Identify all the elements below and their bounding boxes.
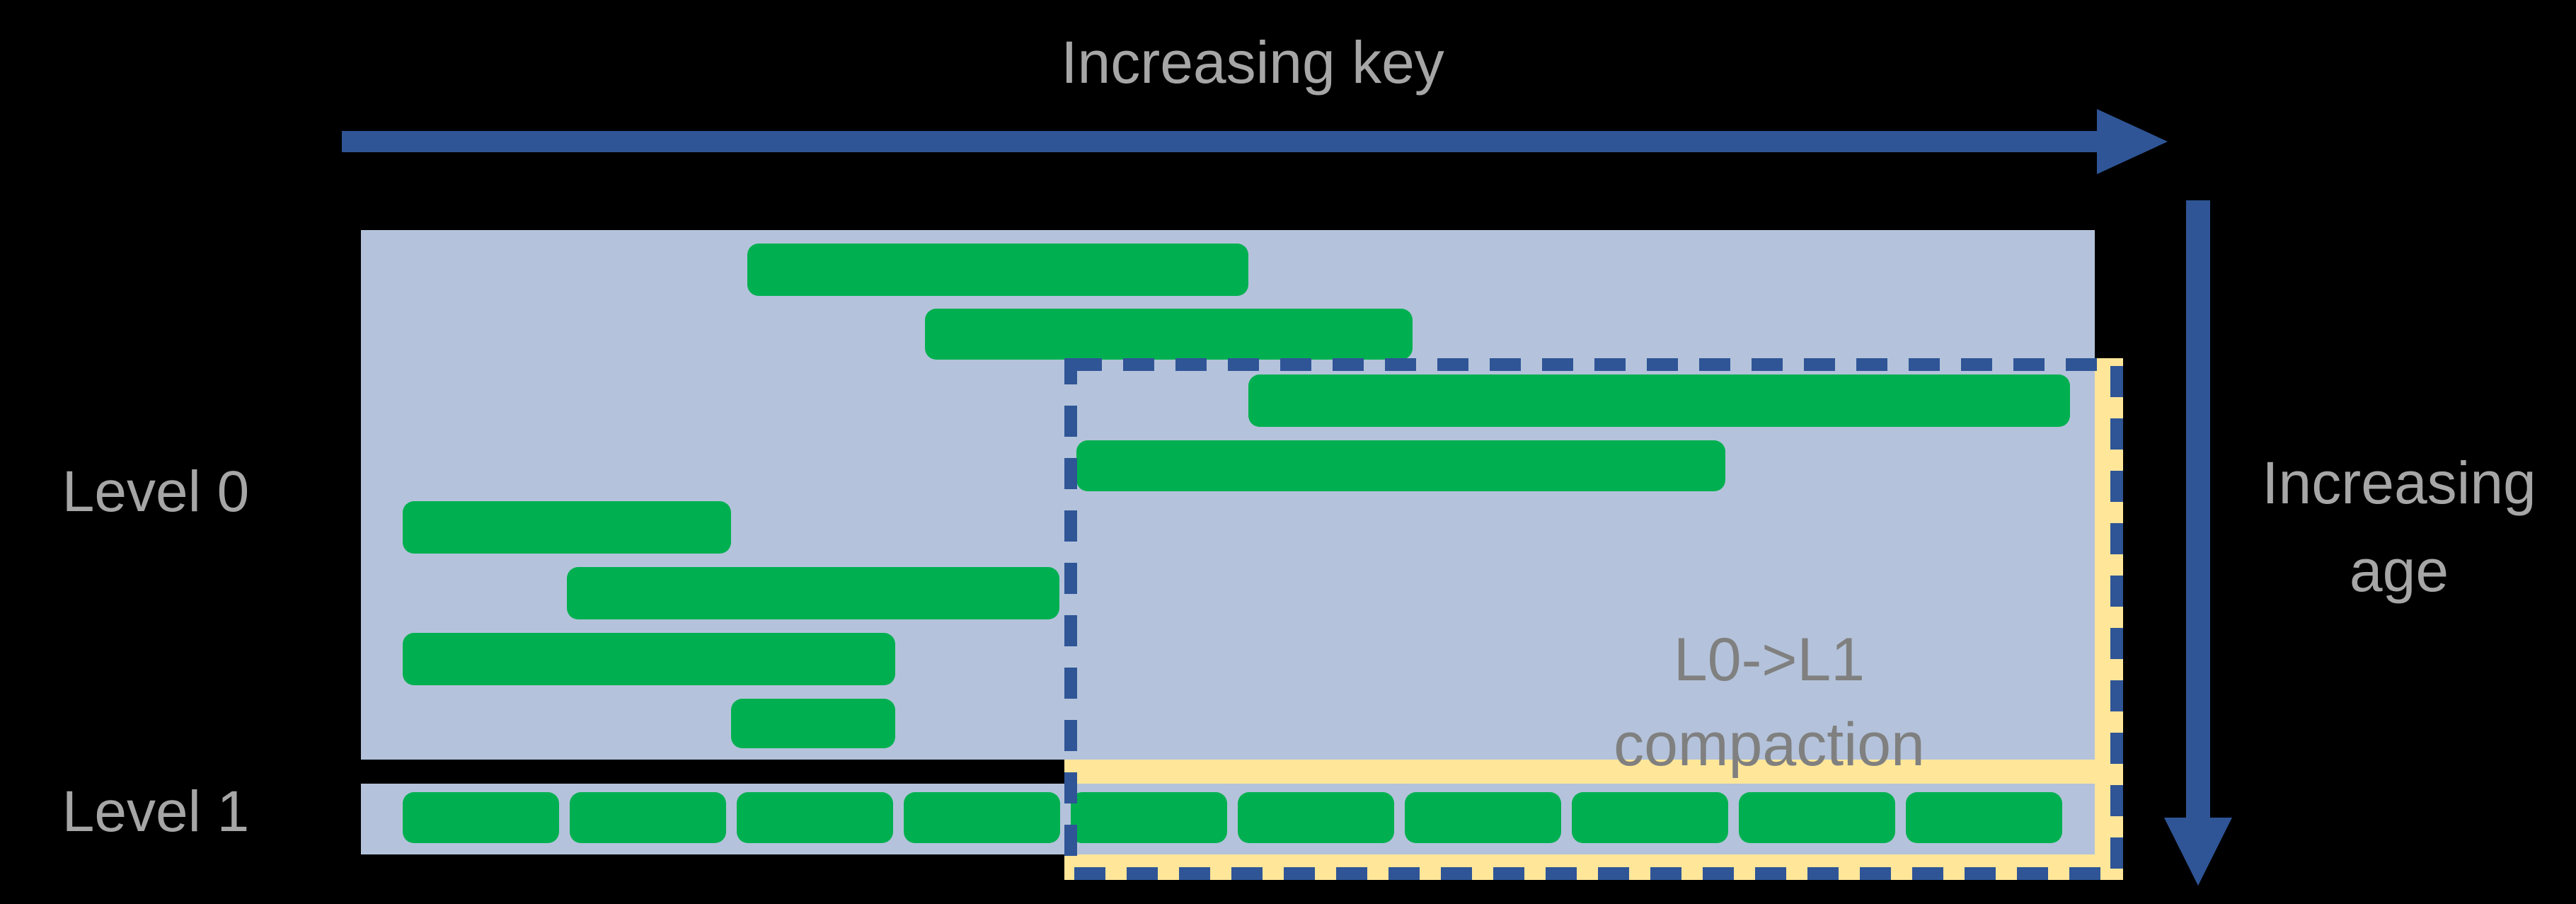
increasing-age-label: Increasing age	[2222, 439, 2576, 614]
sstable-bar-level1	[1238, 792, 1394, 843]
sstable-bar-level1	[1906, 792, 2062, 843]
sstable-bar-level1	[570, 792, 726, 843]
increasing-age-arrow-icon	[2164, 200, 2232, 886]
increasing-key-label: Increasing key	[1061, 29, 1444, 96]
sstable-bar-level0	[747, 244, 1248, 296]
increasing-age-line1: Increasing	[2262, 450, 2536, 516]
increasing-age-line2: age	[2349, 537, 2449, 604]
sstable-bar-level0	[403, 501, 731, 554]
sstable-bar-level0	[403, 633, 895, 685]
compaction-dashed-border	[1064, 358, 2123, 880]
sstable-bar-level1	[737, 792, 893, 843]
sstable-bar-level1	[1739, 792, 1895, 843]
sstable-bar-level0	[731, 699, 895, 748]
level1-label: Level 1	[62, 779, 250, 844]
level0-label: Level 0	[62, 459, 250, 524]
sstable-bar-level1	[403, 792, 559, 843]
sstable-bar-level1	[1405, 792, 1561, 843]
sstable-bar-level0	[1248, 374, 2070, 427]
compaction-label-line2: compaction	[1614, 711, 1925, 779]
compaction-label: L0->L1 compaction	[1451, 617, 2088, 787]
compaction-label-line1: L0->L1	[1673, 626, 1865, 694]
sstable-bar-level0	[567, 567, 1059, 619]
sstable-bar-level0	[925, 309, 1413, 360]
sstable-bar-level0	[1076, 440, 1725, 491]
sstable-bar-level1	[904, 792, 1060, 843]
increasing-key-arrow-icon	[342, 109, 2168, 174]
sstable-bar-level1	[1572, 792, 1728, 843]
sstable-bar-level1	[1071, 792, 1227, 843]
